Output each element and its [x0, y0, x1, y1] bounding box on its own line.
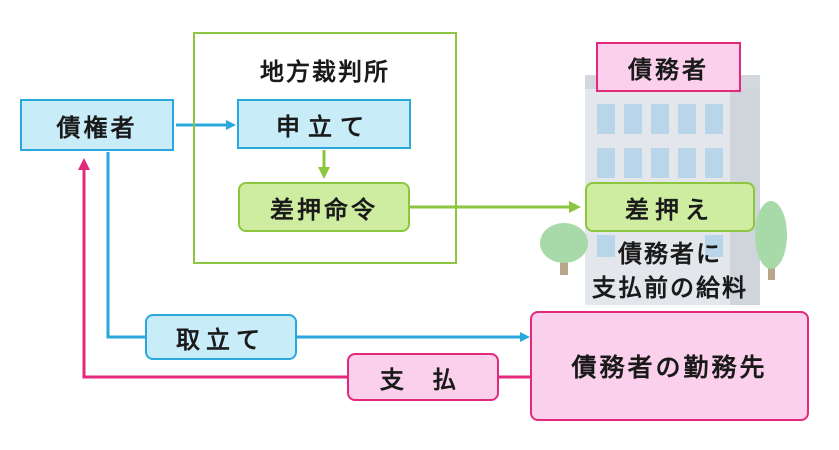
seizure-box: 差押え — [585, 182, 755, 232]
petition-box: 申立て — [237, 99, 411, 149]
collect-label: 取立て — [145, 314, 297, 360]
court-frame — [193, 32, 457, 264]
seizure-target-line-2: 支払前の給料 — [592, 274, 748, 302]
tree-left-icon — [540, 223, 588, 275]
pay-label: 支 払 — [347, 353, 499, 401]
court-title: 地方裁判所 — [260, 58, 390, 86]
employer-box: 債務者の勤務先 — [530, 311, 809, 421]
seizure-target-line-1: 債務者に — [618, 240, 722, 268]
debtor-box: 債務者 — [596, 42, 741, 92]
creditor-box: 債権者 — [20, 99, 174, 151]
order-box: 差押命令 — [238, 182, 410, 232]
tree-right-icon — [755, 201, 787, 280]
arrow-collect-to-employer — [106, 152, 530, 342]
